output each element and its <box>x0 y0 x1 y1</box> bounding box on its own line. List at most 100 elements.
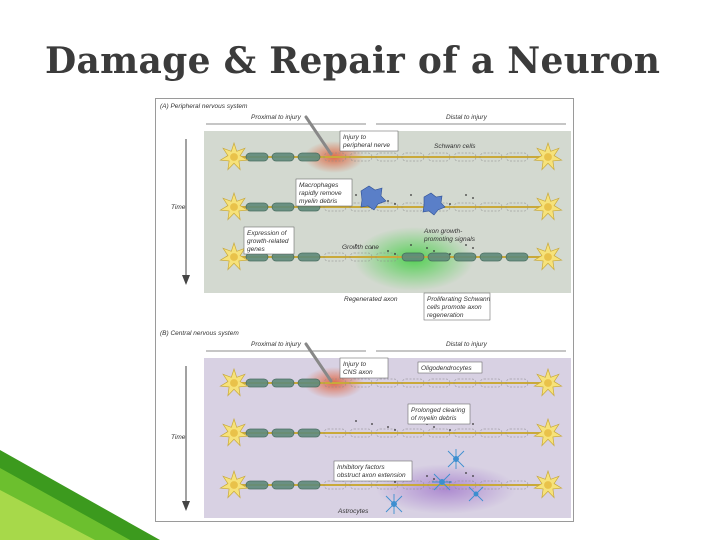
svg-text:Injury to: Injury to <box>343 134 367 141</box>
panel-a-distal-label: Distal to injury <box>446 114 488 121</box>
myelin-segment <box>271 428 295 438</box>
debris-dot <box>371 247 373 249</box>
myelin-segment <box>401 480 425 490</box>
myelin-segment <box>271 378 295 388</box>
debris-dot <box>371 423 373 425</box>
svg-text:Expression of: Expression of <box>247 230 288 237</box>
debris-dot <box>465 244 467 246</box>
debris-dot <box>472 423 474 425</box>
label-macrophages: Macrophages rapidly remove myelin debris <box>295 178 353 207</box>
svg-text:genes: genes <box>247 246 265 253</box>
svg-text:peripheral nerve: peripheral nerve <box>342 142 390 149</box>
myelin-segment <box>479 202 503 212</box>
label-axon-growth: Axon growth- promoting signals <box>423 228 476 243</box>
panel-b-proximal-label: Proximal to injury <box>251 341 302 348</box>
myelin-segment <box>479 152 503 162</box>
svg-text:Oligodendrocytes: Oligodendrocytes <box>421 365 472 372</box>
myelin-segment <box>479 252 503 262</box>
debris-dot <box>449 429 451 431</box>
myelin-segment <box>505 202 529 212</box>
myelin-segment <box>453 202 477 212</box>
astrocyte-icon <box>385 449 484 514</box>
svg-text:CNS axon: CNS axon <box>343 369 373 376</box>
svg-text:Macrophages: Macrophages <box>299 182 339 189</box>
myelin-segment <box>427 480 451 490</box>
svg-text:of myelin debris: of myelin debris <box>411 415 457 422</box>
myelin-segment <box>453 152 477 162</box>
myelin-segment <box>401 378 425 388</box>
debris-dot <box>355 244 357 246</box>
label-inhibitory: Inhibitory factors obstruct axon extensi… <box>333 460 413 482</box>
debris-dot <box>355 194 357 196</box>
myelin-segment <box>479 480 503 490</box>
myelin-segment <box>375 252 399 262</box>
myelin-segment <box>453 428 477 438</box>
myelin-segment <box>505 480 529 490</box>
slide-title: Damage & Repair of a Neuron <box>45 40 661 82</box>
myelin-segment <box>245 378 269 388</box>
svg-text:Regenerated axon: Regenerated axon <box>344 296 398 303</box>
neuron-row-b-2 <box>219 417 563 447</box>
svg-text:Axon growth-: Axon growth- <box>423 228 463 235</box>
debris-dot <box>387 250 389 252</box>
label-regenerated: Regenerated axon <box>344 296 398 303</box>
svg-text:Inhibitory factors: Inhibitory factors <box>337 464 385 471</box>
myelin-segment <box>323 252 347 262</box>
myelin-segment <box>375 152 399 162</box>
myelin-segment <box>297 252 321 262</box>
myelin-segment <box>375 428 399 438</box>
debris-dot <box>410 244 412 246</box>
debris-dot <box>465 194 467 196</box>
neuron-row-a-1 <box>219 141 563 171</box>
debris-dot <box>433 426 435 428</box>
svg-text:Injury to: Injury to <box>343 361 367 368</box>
panel-a-title: (A) Peripheral nervous system <box>160 103 248 110</box>
panel-b-title: (B) Central nervous system <box>160 330 239 337</box>
svg-text:myelin debris: myelin debris <box>299 198 338 205</box>
debris-dot <box>465 472 467 474</box>
label-injury-a: Injury to peripheral nerve <box>339 130 399 152</box>
debris-dot <box>355 420 357 422</box>
myelin-segment <box>323 428 347 438</box>
macrophage-icon <box>360 185 446 216</box>
label-injury-b: Injury to CNS axon <box>339 357 389 379</box>
myelin-segment <box>453 378 477 388</box>
svg-text:Astrocytes: Astrocytes <box>337 508 369 515</box>
svg-text:rapidly remove: rapidly remove <box>299 190 342 197</box>
svg-text:regeneration: regeneration <box>427 312 464 319</box>
neuron-row-b-1 <box>219 367 563 397</box>
myelin-segment <box>349 202 373 212</box>
myelin-segment <box>271 480 295 490</box>
debris-dot <box>394 253 396 255</box>
label-astrocytes: Astrocytes <box>337 508 369 515</box>
svg-text:Schwann cells: Schwann cells <box>434 143 476 150</box>
debris-dot <box>449 203 451 205</box>
myelin-segment <box>505 252 529 262</box>
time-label-b: Time <box>171 434 186 441</box>
myelin-segment <box>349 428 373 438</box>
myelin-segment <box>401 428 425 438</box>
myelin-segment <box>453 480 477 490</box>
label-schwann: Schwann cells <box>434 143 476 150</box>
myelin-segment <box>401 202 425 212</box>
debris-dot <box>433 250 435 252</box>
myelin-segment <box>297 152 321 162</box>
myelin-segment <box>427 152 451 162</box>
myelin-segment <box>349 378 373 388</box>
myelin-segment <box>297 428 321 438</box>
injury-needle-b <box>304 342 333 383</box>
myelin-segment <box>297 480 321 490</box>
myelin-segment <box>453 252 477 262</box>
debris-dot <box>472 197 474 199</box>
debris-dot <box>472 475 474 477</box>
debris-dot <box>394 481 396 483</box>
debris-dot <box>426 475 428 477</box>
myelin-segment <box>271 152 295 162</box>
debris-dot <box>387 200 389 202</box>
debris-dot <box>394 203 396 205</box>
panel-a-proximal-label: Proximal to injury <box>251 114 302 121</box>
svg-text:promoting signals: promoting signals <box>423 236 476 243</box>
debris-dot <box>387 426 389 428</box>
myelin-segment <box>349 152 373 162</box>
debris-dot <box>410 194 412 196</box>
